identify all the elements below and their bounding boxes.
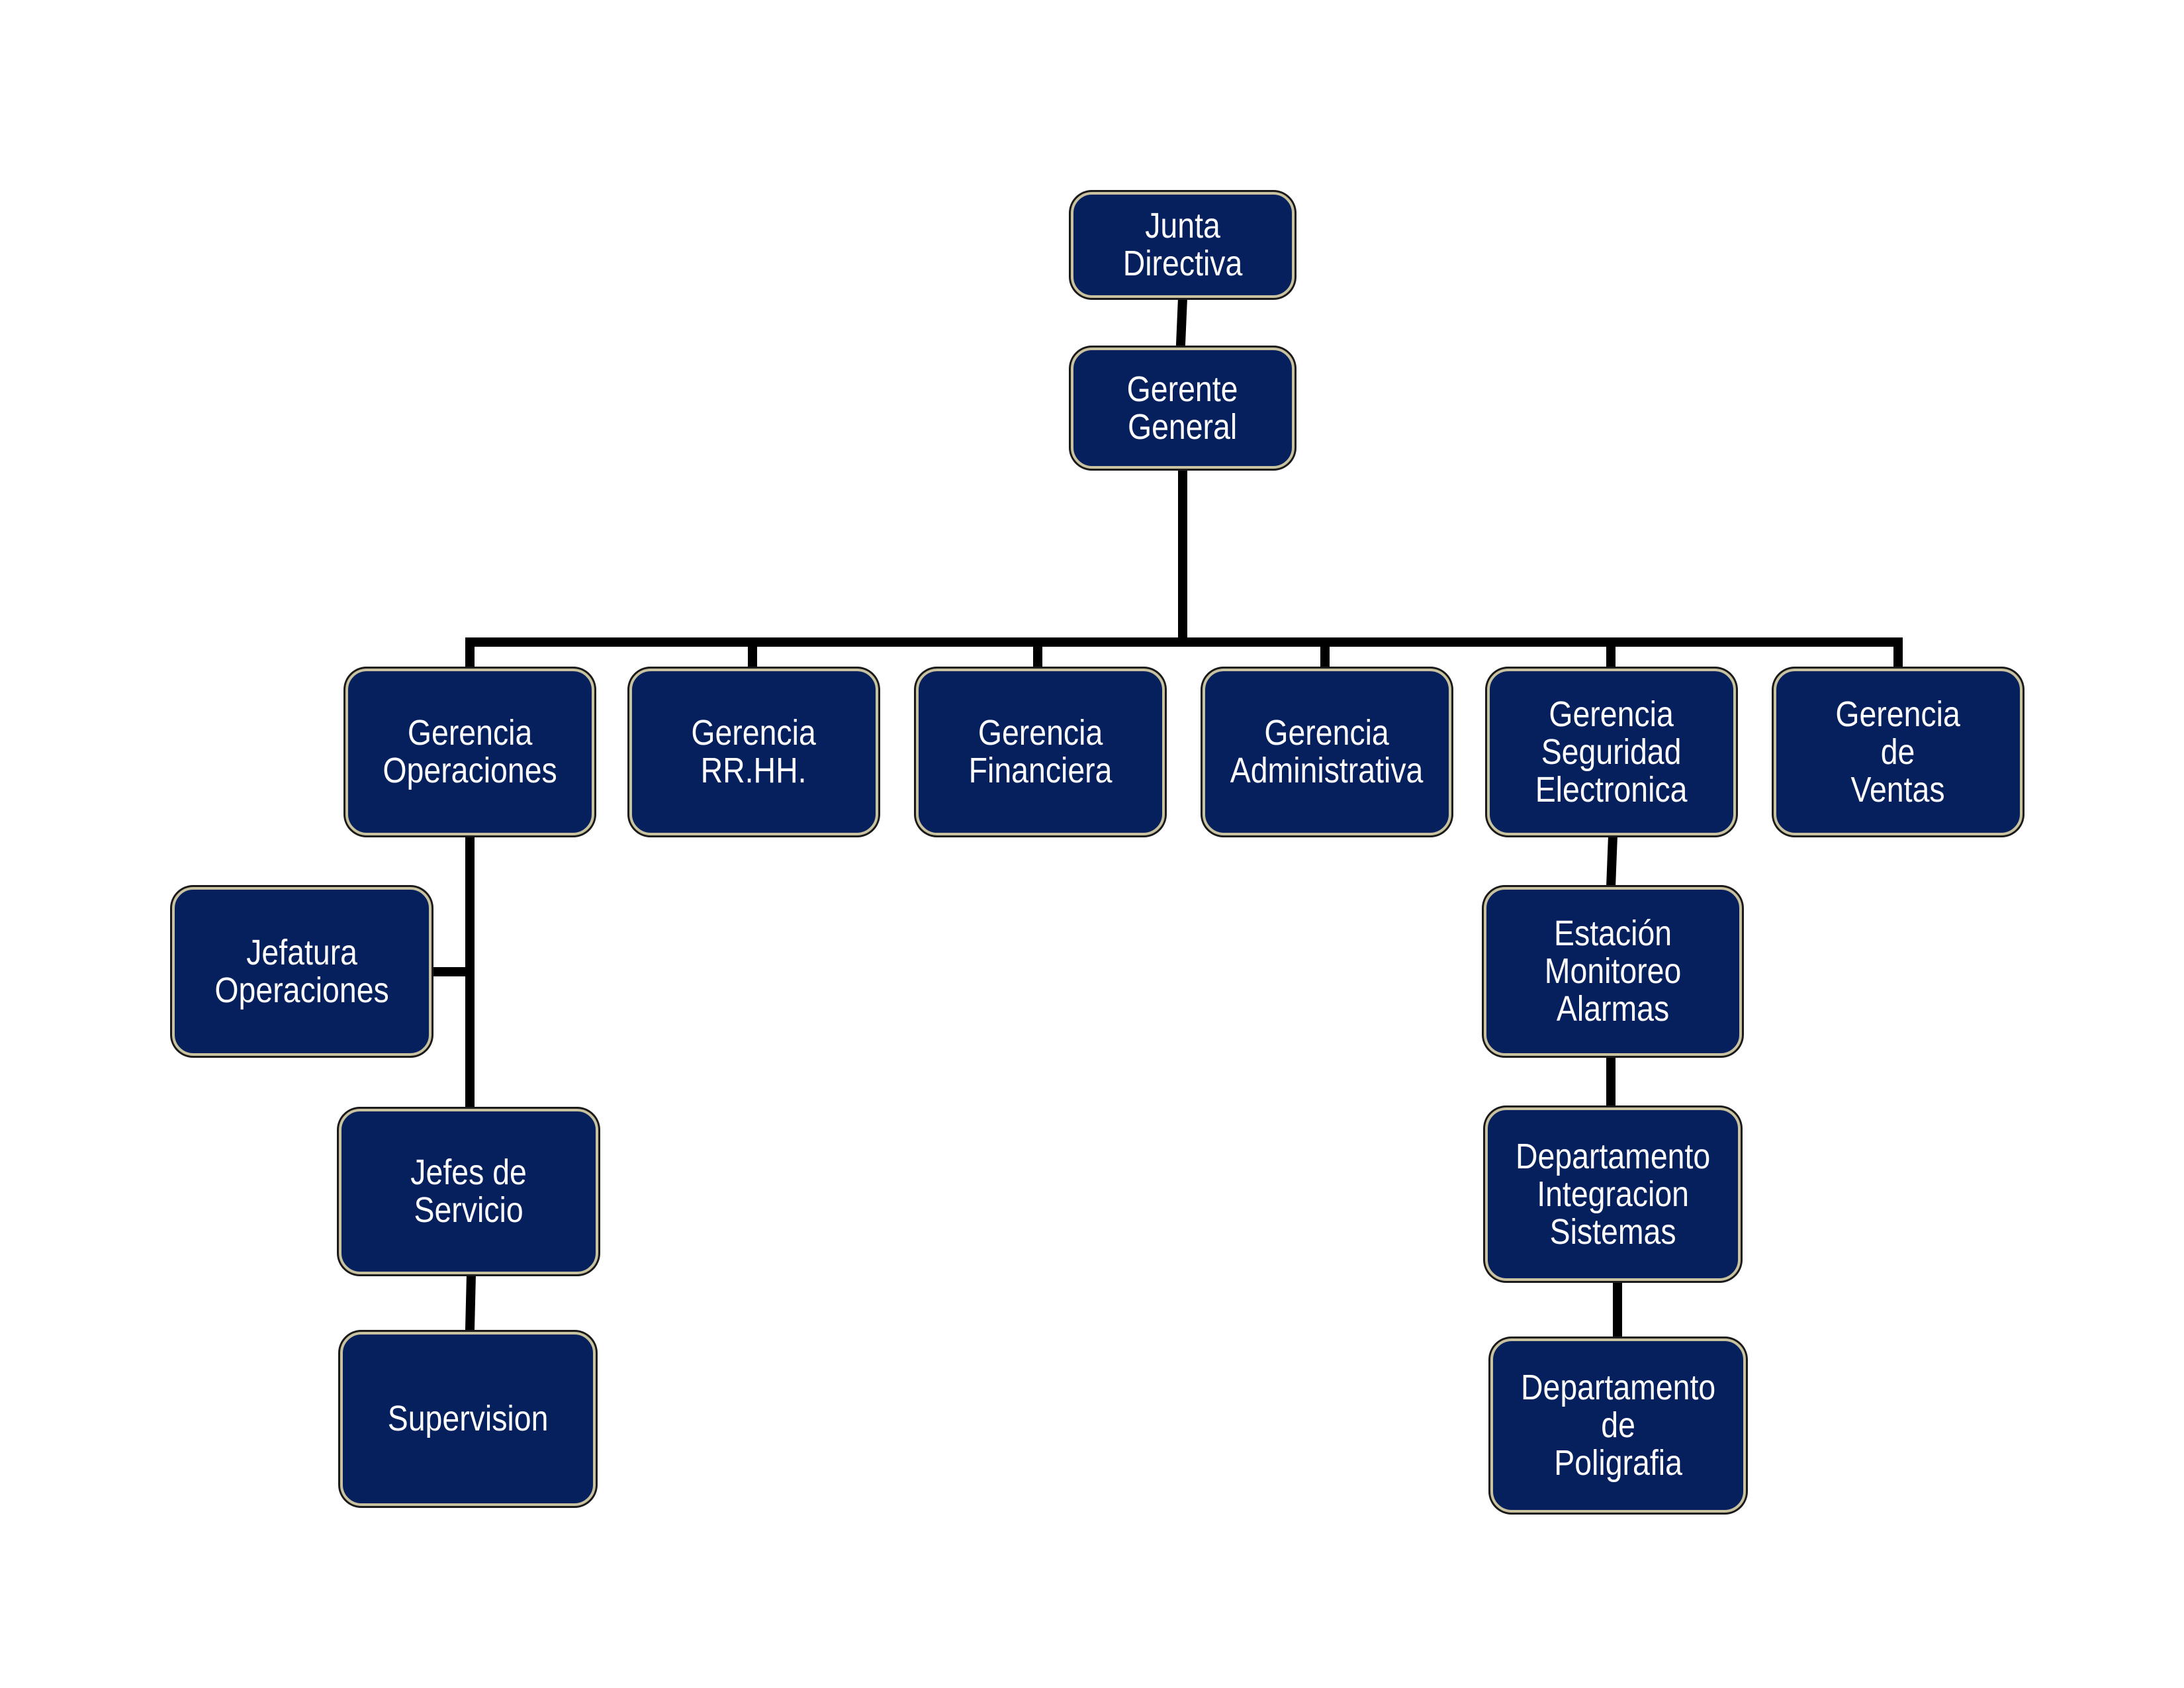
connector-junta-to-gerente xyxy=(1175,293,1188,350)
node-label: Gerencia Seguridad Electronica xyxy=(1535,694,1688,810)
node-gerencia-seguridad-electronica: Gerencia Seguridad Electronica xyxy=(1487,669,1736,835)
node-jefatura-operaciones: Jefatura Operaciones xyxy=(172,887,432,1056)
node-gerencia-operaciones: Gerencia Operaciones xyxy=(345,669,594,835)
node-label: Departamento Integracion Sistemas xyxy=(1515,1136,1711,1252)
node-gerencia-administrativa: Gerencia Administrativa xyxy=(1203,669,1451,835)
node-departamento-integracion-sistemas: Departamento Integracion Sistemas xyxy=(1485,1107,1741,1281)
node-label: Gerencia Operaciones xyxy=(383,713,557,790)
node-departamento-poligrafia: Departamento de Poligrafia xyxy=(1490,1338,1746,1513)
node-gerente-general: Gerente General xyxy=(1071,348,1295,469)
node-label: Departamento de Poligrafia xyxy=(1520,1368,1716,1483)
connector-seguridad-to-estacion xyxy=(1606,830,1618,892)
connector-jefes-to-supervision xyxy=(465,1269,477,1335)
node-gerencia-ventas: Gerencia de Ventas xyxy=(1774,669,2023,835)
node-estacion-monitoreo-alarmas: Estación Monitoreo Alarmas xyxy=(1484,887,1742,1056)
node-label: Gerencia Administrativa xyxy=(1230,713,1424,790)
node-label: Gerencia de Ventas xyxy=(1835,694,1961,810)
node-gerencia-rrhh: Gerencia RR.HH. xyxy=(629,669,878,835)
node-label: Supervision xyxy=(387,1399,549,1438)
node-supervision: Supervision xyxy=(340,1332,596,1506)
node-junta-directiva: Junta Directiva xyxy=(1071,192,1295,298)
node-label: Junta Directiva xyxy=(1122,206,1243,283)
node-label: Gerencia RR.HH. xyxy=(691,713,817,790)
node-jefes-de-servicio: Jefes de Servicio xyxy=(339,1109,598,1274)
node-gerencia-financiera: Gerencia Financiera xyxy=(916,669,1165,835)
node-label: Jefatura Operaciones xyxy=(214,932,389,1010)
node-label: Gerencia Financiera xyxy=(968,713,1113,790)
node-label: Gerente General xyxy=(1127,369,1238,447)
node-label: Jefes de Servicio xyxy=(410,1152,527,1230)
node-label: Estación Monitoreo Alarmas xyxy=(1544,914,1682,1029)
